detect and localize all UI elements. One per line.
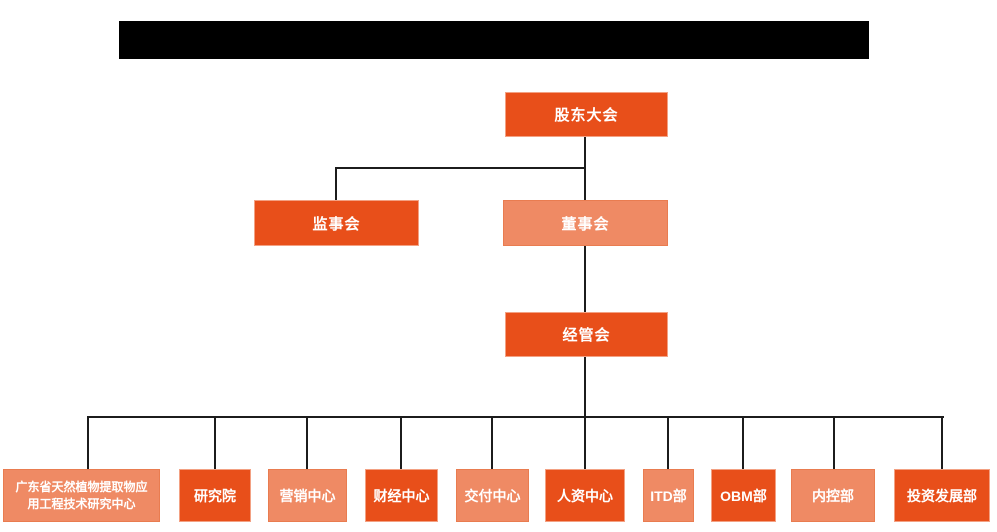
dept-node-finance-center: 财经中心 [365,469,438,522]
dept-node-investment-development: 投资发展部 [894,469,990,522]
connector-dept-drop-4 [400,416,402,469]
connector-departments-horizontal [87,416,944,418]
dept-node-obm: OBM部 [711,469,776,522]
connector-directors-to-management [584,246,586,312]
connector-dept-drop-2 [214,416,216,469]
dept-node-marketing-center: 营销中心 [268,469,347,522]
org-node-board-of-directors: 董事会 [503,200,668,246]
title-redacted-bar [119,21,869,59]
org-node-supervisory-board: 监事会 [254,200,419,246]
connector-dept-drop-6 [584,416,586,469]
org-node-management-committee: 经管会 [505,312,668,357]
connector-dept-drop-10 [941,416,943,469]
dept-node-hr-center: 人资中心 [545,469,625,522]
connector-management-down [584,357,586,417]
dept-node-delivery-center: 交付中心 [456,469,529,522]
dept-node-internal-control: 内控部 [791,469,875,522]
dept-node-itd: ITD部 [643,469,694,522]
connector-dept-drop-7 [667,416,669,469]
connector-supervisors-drop [335,167,337,200]
connector-dept-drop-8 [742,416,744,469]
connector-dept-drop-3 [306,416,308,469]
org-node-shareholders-meeting: 股东大会 [505,92,668,137]
connector-level2-horizontal [335,167,586,169]
dept-node-research-institute: 研究院 [179,469,251,522]
connector-dept-drop-9 [833,416,835,469]
dept-node-gd-plant-extract-research-center: 广东省天然植物提取物应 用工程技术研究中心 [3,469,160,522]
connector-dept-drop-5 [491,416,493,469]
connector-dept-drop-1 [87,416,89,469]
